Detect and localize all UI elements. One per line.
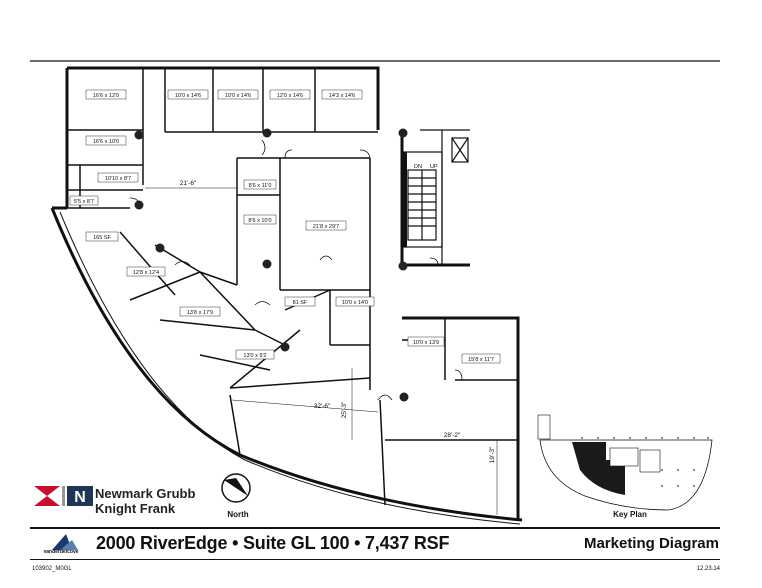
room-label: 13'0 x 9'2 — [243, 353, 266, 359]
room-labels: 16'6 x 12'0 10'0 x 14'6 10'0 x 14'6 12'0… — [69, 89, 501, 364]
key-plan — [537, 414, 713, 511]
dimension-label: 19'-3" — [489, 446, 496, 463]
stair-core — [401, 129, 470, 265]
room-label: 14'3 x 14'6 — [329, 93, 355, 99]
north-arrow-icon — [221, 473, 251, 503]
room-label: 16'6 x 10'0 — [93, 139, 119, 145]
room-label: 13'8 x 17'9 — [187, 310, 213, 316]
room-label: 8'6 x 10'0 — [248, 218, 271, 224]
brand-name: Newmark Grubb Knight Frank — [95, 486, 195, 516]
document-code: 103902_M0GL — [32, 566, 72, 572]
room-label: 10'0 x 14'6 — [225, 93, 251, 99]
room-label: 10'0 x 13'9 — [413, 340, 439, 346]
diagram-label: Marketing Diagram — [583, 535, 719, 552]
interior-walls — [67, 68, 518, 506]
ngkf-logo-icon: N — [34, 486, 93, 506]
door-swings — [129, 139, 463, 401]
dimension-label: 25'-3" — [341, 401, 348, 418]
room-label: 81 SF — [293, 300, 308, 306]
stair-label: DN — [414, 164, 422, 170]
room-label: 10'0 x 14'0 — [342, 300, 368, 306]
north-label: North — [227, 510, 249, 519]
footer-bottom-rule — [30, 559, 720, 560]
brand-line-1: Newmark Grubb — [95, 486, 196, 501]
curtain-wall — [59, 211, 521, 525]
page-title: 2000 RiverEdge • Suite GL 100 • 7,437 RS… — [96, 533, 450, 553]
dimension-label: 28'-2" — [444, 432, 461, 439]
dimension-label: 32'-6" — [314, 403, 331, 410]
room-label: 10'10 x 8'7 — [105, 176, 131, 182]
svg-text:N: N — [74, 489, 86, 506]
keyplan-label: Key Plan — [613, 510, 647, 519]
document-date: 12.23.14 — [696, 566, 720, 572]
room-label: 5'5 x 8'7 — [74, 199, 94, 205]
dimension-label: 21'-6" — [180, 180, 197, 187]
footer-rule — [30, 527, 720, 529]
dimension-lines — [145, 187, 518, 515]
room-label: 12'8 x 12'4 — [133, 270, 159, 276]
stair-label: UP — [430, 164, 438, 170]
brand-line-2: Knight Frank — [95, 501, 176, 516]
room-label: 15'8 x 11'7 — [468, 357, 494, 363]
room-label: 165 SF — [93, 235, 111, 241]
columns — [134, 128, 409, 402]
room-label: 21'8 x 29'7 — [313, 224, 339, 230]
developer-logo-icon — [52, 534, 78, 550]
room-label: 16'6 x 12'0 — [93, 93, 119, 99]
room-label: 12'0 x 14'6 — [277, 93, 303, 99]
core-wall-fill — [402, 152, 407, 247]
developer-logo-text: vanderdelcove — [43, 549, 79, 555]
room-label: 8'6 x 11'0 — [249, 183, 272, 189]
room-label: 10'0 x 14'6 — [175, 93, 201, 99]
